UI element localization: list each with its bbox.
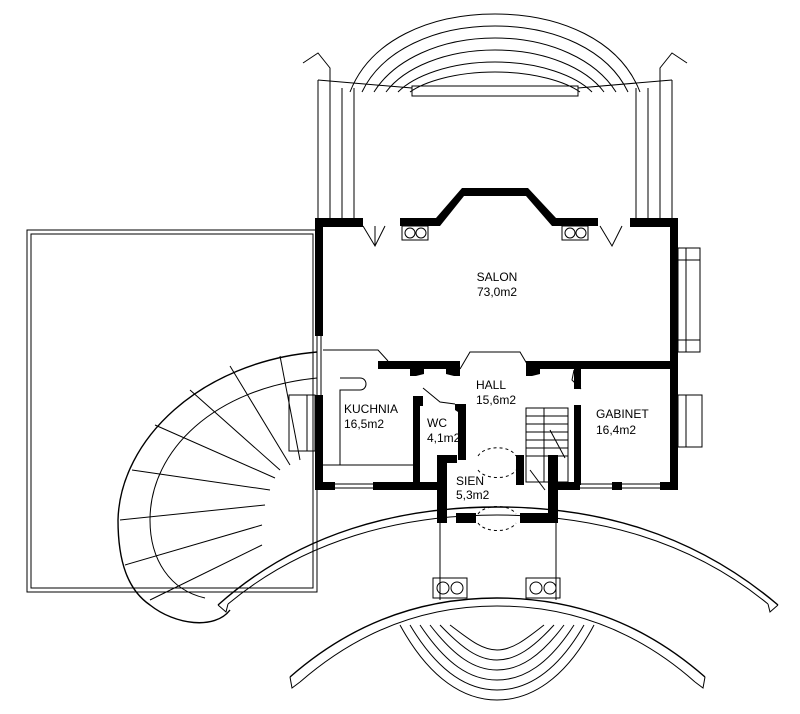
room-label-hall: HALL 15,6m2 xyxy=(476,378,516,407)
room-label-sien: SIEN 5,3m2 xyxy=(456,474,490,502)
room-area: 16,4m2 xyxy=(596,423,636,437)
room-area: 73,0m2 xyxy=(477,285,517,299)
spiral-stair xyxy=(117,351,318,624)
interior-walls xyxy=(378,361,670,485)
room-area: 15,6m2 xyxy=(476,393,516,407)
upper-balcony xyxy=(302,13,688,220)
interior-stair xyxy=(525,407,569,491)
lower-balcony xyxy=(217,506,779,701)
porch xyxy=(432,523,561,600)
room-name: HALL xyxy=(476,378,506,392)
kitchen-counter xyxy=(323,349,413,466)
room-area: 16,5m2 xyxy=(344,417,384,431)
room-name: WC xyxy=(427,416,447,430)
room-name: SALON xyxy=(477,270,518,284)
salon-bay xyxy=(288,188,703,452)
room-area: 4,1m2 xyxy=(427,431,461,445)
room-label-gabinet: GABINET 16,4m2 xyxy=(596,407,649,437)
room-label-salon: SALON 73,0m2 xyxy=(477,270,518,299)
hall-details xyxy=(410,351,582,405)
room-name: KUCHNIA xyxy=(344,402,398,416)
room-label-wc: WC 4,1m2 xyxy=(427,416,461,445)
room-area: 5,3m2 xyxy=(456,488,490,502)
room-label-kuchnia: KUCHNIA 16,5m2 xyxy=(344,402,398,431)
room-name: GABINET xyxy=(596,407,649,421)
room-name: SIEN xyxy=(456,474,484,488)
exterior-walls xyxy=(315,218,678,523)
